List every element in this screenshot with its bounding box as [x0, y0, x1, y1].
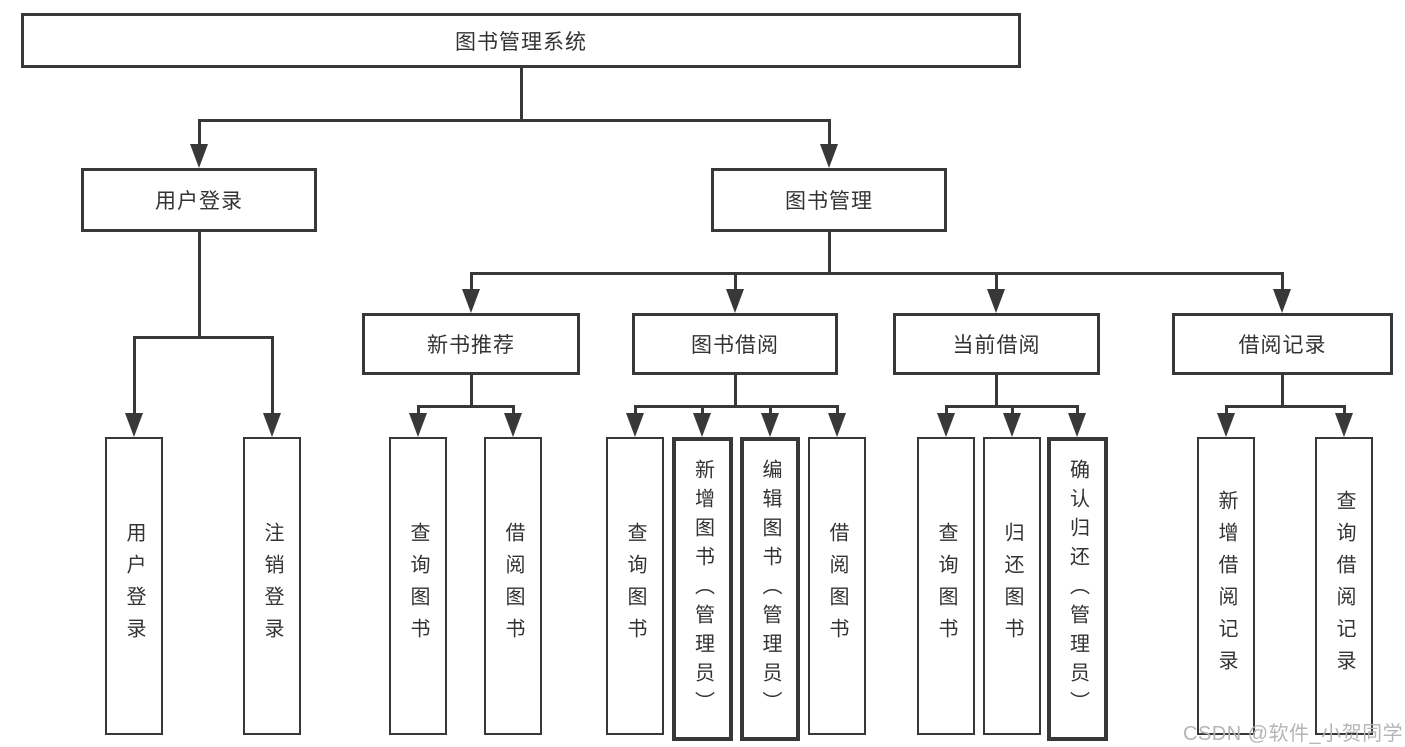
connector-line [828, 119, 831, 146]
arrowhead-down-icon [504, 413, 522, 437]
node-label: 新增图书（管理员） [691, 458, 714, 720]
leaf-query-books-current: 查询图书 [917, 437, 975, 735]
node-label: 确认归还（管理员） [1066, 458, 1089, 720]
arrowhead-down-icon [1003, 413, 1021, 437]
leaf-query-books-recommend: 查询图书 [389, 437, 447, 735]
arrowhead-down-icon [263, 413, 281, 437]
connector-line [470, 272, 1284, 275]
node-book-borrowing: 图书借阅 [632, 313, 838, 375]
arrowhead-down-icon [761, 413, 779, 437]
connector-line [198, 119, 831, 122]
node-label: 当前借阅 [952, 334, 1041, 357]
node-label: 查询图书 [935, 522, 957, 650]
connector-line [512, 405, 515, 415]
connector-line [1343, 405, 1346, 415]
connector-line [945, 405, 948, 415]
leaf-add-borrow-record: 新增借阅记录 [1197, 437, 1255, 735]
connector-line [995, 375, 998, 406]
arrowhead-down-icon [987, 289, 1005, 313]
node-library-management-system: 图书管理系统 [21, 13, 1021, 68]
node-label: 编辑图书（管理员） [759, 458, 781, 720]
node-label: 查询图书 [624, 522, 646, 650]
arrowhead-down-icon [125, 413, 143, 437]
connector-line [520, 66, 523, 120]
node-new-book-recommend: 新书推荐 [362, 313, 580, 375]
arrowhead-down-icon [462, 289, 480, 313]
node-book-management: 图书管理 [711, 168, 947, 232]
connector-line [470, 375, 473, 406]
leaf-borrow-books-recommend: 借阅图书 [484, 437, 542, 735]
node-label: 用户登录 [155, 190, 243, 213]
node-label: 借阅图书 [502, 522, 524, 650]
arrowhead-down-icon [693, 413, 711, 437]
arrowhead-down-icon [828, 413, 846, 437]
leaf-borrow-books: 借阅图书 [808, 437, 866, 735]
connector-line [1225, 405, 1346, 408]
connector-line [1076, 405, 1079, 415]
leaf-user-login: 用户登录 [105, 437, 163, 735]
leaf-query-borrow-record: 查询借阅记录 [1315, 437, 1373, 735]
node-label: 查询借阅记录 [1333, 490, 1355, 682]
connector-line [769, 405, 772, 415]
connector-line [701, 405, 704, 415]
arrowhead-down-icon [726, 289, 744, 313]
connector-line [417, 405, 420, 415]
node-label: 借阅图书 [826, 522, 848, 650]
connector-line [734, 272, 737, 289]
connector-line [470, 272, 473, 289]
connector-line [1225, 405, 1228, 415]
node-borrow-records: 借阅记录 [1172, 313, 1393, 375]
node-user-login: 用户登录 [81, 168, 317, 232]
arrowhead-down-icon [1068, 413, 1086, 437]
leaf-add-book-admin: 新增图书（管理员） [672, 437, 733, 741]
node-label: 图书管理系统 [455, 30, 587, 54]
connector-line [417, 405, 515, 408]
connector-line [995, 272, 998, 289]
leaf-query-books-borrowing: 查询图书 [606, 437, 664, 735]
leaf-logout: 注销登录 [243, 437, 301, 735]
connector-line [634, 405, 839, 408]
node-label: 归还图书 [1001, 522, 1023, 650]
arrowhead-down-icon [820, 144, 838, 168]
arrowhead-down-icon [1273, 289, 1291, 313]
node-label: 查询图书 [407, 522, 429, 650]
connector-line [1281, 375, 1284, 406]
node-label: 新增借阅记录 [1215, 490, 1237, 682]
node-label: 用户登录 [123, 522, 145, 650]
connector-line [734, 375, 737, 406]
leaf-confirm-return-admin: 确认归还（管理员） [1047, 437, 1108, 741]
node-label: 图书管理 [785, 190, 873, 213]
connector-line [198, 119, 201, 146]
arrowhead-down-icon [937, 413, 955, 437]
node-current-borrowing: 当前借阅 [893, 313, 1100, 375]
connector-line [828, 232, 831, 272]
leaf-return-books: 归还图书 [983, 437, 1041, 735]
leaf-edit-book-admin: 编辑图书（管理员） [740, 437, 800, 741]
node-label: 借阅记录 [1238, 334, 1327, 357]
node-label: 新书推荐 [427, 334, 515, 357]
arrowhead-down-icon [409, 413, 427, 437]
connector-line [634, 405, 637, 415]
connector-line [1281, 272, 1284, 289]
arrowhead-down-icon [626, 413, 644, 437]
connector-line [1011, 405, 1014, 415]
csdn-watermark: CSDN @软件_小贺同学 [1183, 723, 1404, 745]
connector-line [836, 405, 839, 415]
arrowhead-down-icon [1335, 413, 1353, 437]
arrowhead-down-icon [1217, 413, 1235, 437]
connector-line [133, 336, 274, 339]
arrowhead-down-icon [190, 144, 208, 168]
connector-line [271, 336, 274, 413]
node-label: 注销登录 [261, 522, 283, 650]
connector-line [133, 336, 136, 413]
node-label: 图书借阅 [691, 334, 779, 357]
connector-line [198, 232, 201, 336]
